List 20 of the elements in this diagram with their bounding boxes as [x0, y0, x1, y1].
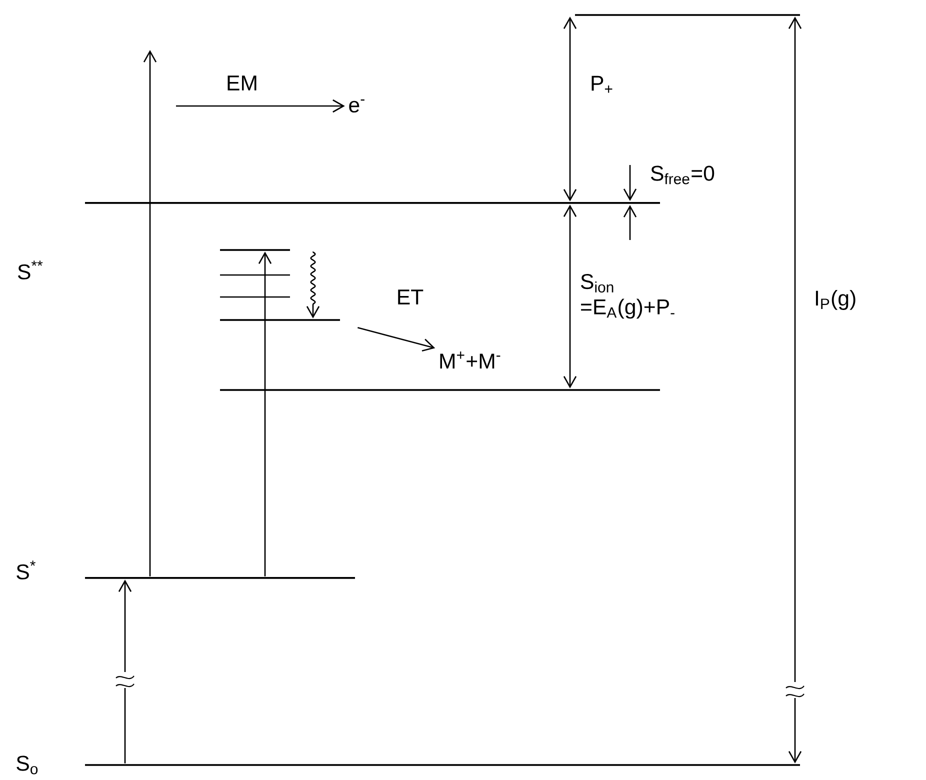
arrow: [358, 326, 436, 352]
edge-label: EM: [224, 74, 260, 92]
energy-label: P$_{+}$: [592, 76, 612, 93]
energy-label: S$_{ion}$ =E$_{A}$(g)+P$_{-}$: [580, 274, 674, 319]
energy-label: S$_{free}$=0: [650, 166, 714, 184]
energy-label: S$^{**}$: [18, 260, 43, 280]
arrow: [563, 204, 577, 388]
wavy-arrow: [306, 251, 320, 318]
arrow: [176, 99, 345, 113]
particle-label: M$^{+}$+M$^{-}$: [440, 352, 500, 368]
level-label: S$_{o}$: [16, 756, 38, 774]
particle-label: e$^{-}$: [349, 99, 364, 113]
arrow: [143, 50, 157, 576]
energy-label: I$_{P}$(g): [816, 290, 856, 310]
arrow: [118, 580, 132, 764]
arrow: [788, 16, 802, 764]
arrow: [563, 16, 577, 202]
edge-label: ET: [395, 288, 425, 306]
level-label: S$^{*}$: [16, 560, 36, 580]
arrow: [258, 252, 272, 576]
